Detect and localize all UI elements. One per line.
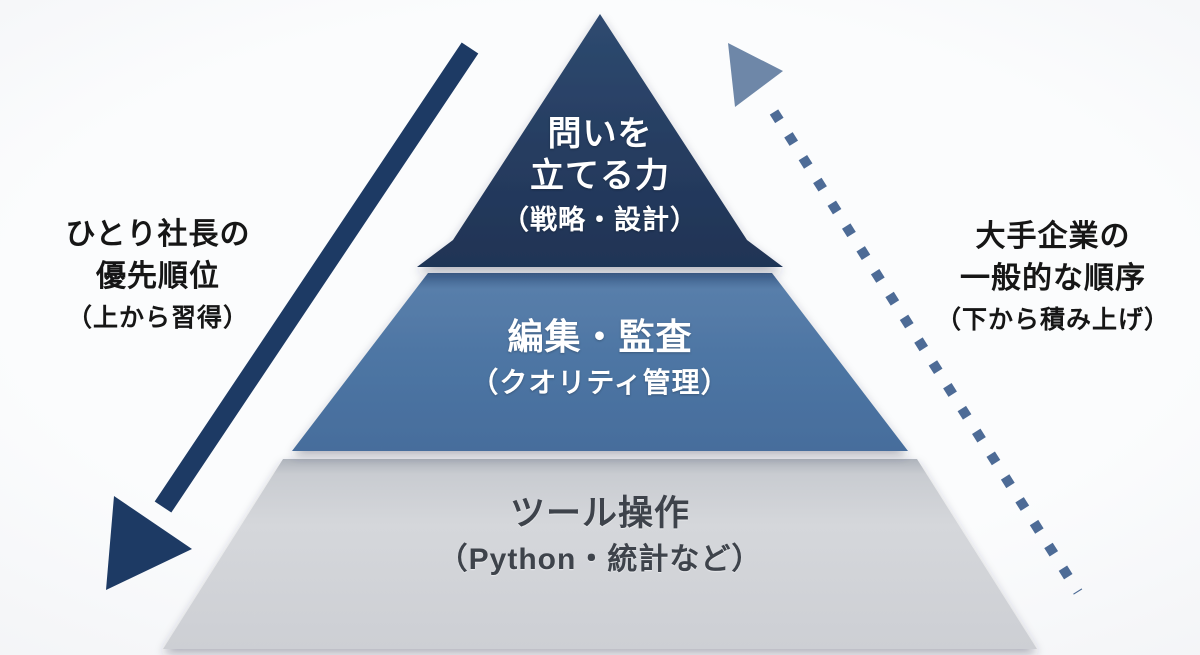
pyramid-tier-bottom-shape: [163, 459, 1037, 649]
left-annotation-line3: （上から習得）: [66, 304, 250, 332]
tier-bottom-title: ツール操作: [509, 494, 691, 533]
tier-bottom-subtitle: （Python・統計など）: [437, 543, 763, 576]
sequence-arrow: [728, 43, 1083, 595]
tier-top-title-line1: 問いを: [547, 115, 653, 153]
right-annotation: 大手企業の 一般的な順序 （下から積み上げ）: [936, 216, 1170, 340]
priority-arrow-head-icon: [106, 496, 192, 590]
priority-arrow: [106, 42, 479, 590]
tier-top-title-line2: 立てる力: [530, 157, 670, 195]
tier-middle-label: 編集・監査 （クオリティ管理）: [470, 315, 729, 407]
priority-arrow-shaft: [154, 42, 479, 513]
tier-top-subtitle: （戦略・設計）: [502, 205, 698, 235]
tier-bottom-label: ツール操作 （Python・統計など）: [438, 492, 763, 584]
left-annotation-line2: 優先順位: [95, 260, 220, 293]
pyramid-tier-middle-shape: [292, 273, 908, 451]
left-annotation-line1: ひとり社長の: [65, 218, 251, 251]
tier-top-label: 問いを 立てる力 （戦略・設計）: [502, 113, 698, 243]
tier-middle-subtitle: （クオリティ管理）: [470, 367, 730, 398]
left-annotation: ひとり社長の 優先順位 （上から習得）: [65, 214, 250, 338]
sequence-arrow-head-icon: [728, 43, 783, 107]
tier-middle-title: 編集・監査: [507, 316, 693, 357]
right-annotation-line1: 大手企業の: [975, 220, 1131, 253]
pyramid-tier-top-shape: [417, 14, 783, 267]
right-annotation-line2: 一般的な順序: [959, 262, 1146, 295]
right-annotation-line3: （下から積み上げ）: [935, 306, 1171, 334]
